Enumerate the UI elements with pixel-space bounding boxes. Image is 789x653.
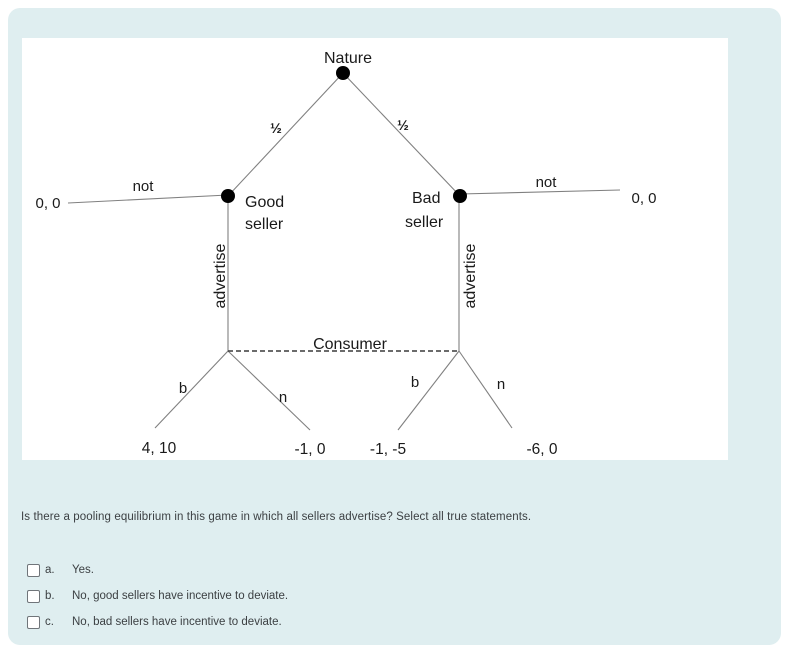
option-b-checkbox[interactable] bbox=[27, 589, 40, 603]
option-c-checkbox[interactable] bbox=[27, 615, 40, 629]
option-c-label[interactable]: No, bad sellers have incentive to deviat… bbox=[72, 616, 282, 628]
option-b-letter: b. bbox=[45, 590, 55, 602]
option-a-label[interactable]: Yes. bbox=[72, 564, 94, 576]
action-not-right: not bbox=[536, 174, 558, 191]
payoff-b-right: -1, -5 bbox=[370, 441, 406, 458]
bad-seller-label-line1: Bad bbox=[412, 190, 440, 207]
good-seller-node bbox=[221, 189, 235, 203]
question-card: Nature ½ ½ not not 0, 0 0, 0 Good seller… bbox=[8, 8, 781, 645]
payoff-not-right: 0, 0 bbox=[631, 190, 656, 207]
probability-left: ½ bbox=[270, 120, 282, 136]
tree-edges bbox=[67, 72, 621, 431]
probability-right: ½ bbox=[397, 117, 409, 133]
nature-label: Nature bbox=[324, 50, 372, 67]
option-a-checkbox[interactable] bbox=[27, 563, 40, 577]
payoff-b-left: 4, 10 bbox=[142, 440, 177, 457]
option-row-b: b. No, good sellers have incentive to de… bbox=[27, 589, 288, 603]
branch-n-left: n bbox=[279, 389, 287, 406]
good-seller-label-line1: Good bbox=[245, 194, 284, 211]
payoff-n-right: -6, 0 bbox=[526, 441, 557, 458]
edge-nature-good bbox=[227, 72, 344, 197]
bad-seller-node bbox=[453, 189, 467, 203]
good-seller-label-line2: seller bbox=[245, 216, 284, 233]
payoff-n-left: -1, 0 bbox=[294, 441, 325, 458]
game-tree-svg: Nature ½ ½ not not 0, 0 0, 0 Good seller… bbox=[35, 50, 656, 458]
option-c-letter: c. bbox=[45, 616, 54, 628]
option-row-a: a. Yes. bbox=[27, 563, 288, 577]
edge-consumer-right-b bbox=[397, 350, 460, 431]
option-row-c: c. No, bad sellers have incentive to dev… bbox=[27, 615, 288, 629]
edge-consumer-right-n bbox=[458, 350, 513, 429]
edge-consumer-left-b bbox=[154, 350, 229, 429]
question-prompt: Is there a pooling equilibrium in this g… bbox=[21, 511, 532, 523]
option-a-letter: a. bbox=[45, 564, 55, 576]
branch-n-right: n bbox=[497, 376, 505, 393]
answer-options: a. Yes. b. No, good sellers have incenti… bbox=[27, 563, 288, 641]
action-advertise-left: advertise bbox=[212, 243, 229, 308]
bad-seller-label-line2: seller bbox=[405, 214, 444, 231]
action-not-left: not bbox=[133, 178, 155, 195]
action-advertise-right: advertise bbox=[462, 243, 479, 308]
consumer-label: Consumer bbox=[313, 336, 387, 353]
nature-node bbox=[336, 66, 350, 80]
branch-b-right: b bbox=[411, 374, 419, 391]
game-tree-panel: Nature ½ ½ not not 0, 0 0, 0 Good seller… bbox=[22, 38, 728, 460]
option-b-label[interactable]: No, good sellers have incentive to devia… bbox=[72, 590, 289, 602]
edge-nature-bad bbox=[342, 72, 461, 197]
edge-bad-not bbox=[459, 189, 621, 195]
payoff-not-left: 0, 0 bbox=[35, 195, 60, 212]
edge-consumer-left-n bbox=[227, 350, 311, 431]
edge-good-not bbox=[67, 194, 229, 204]
branch-b-left: b bbox=[179, 380, 187, 397]
